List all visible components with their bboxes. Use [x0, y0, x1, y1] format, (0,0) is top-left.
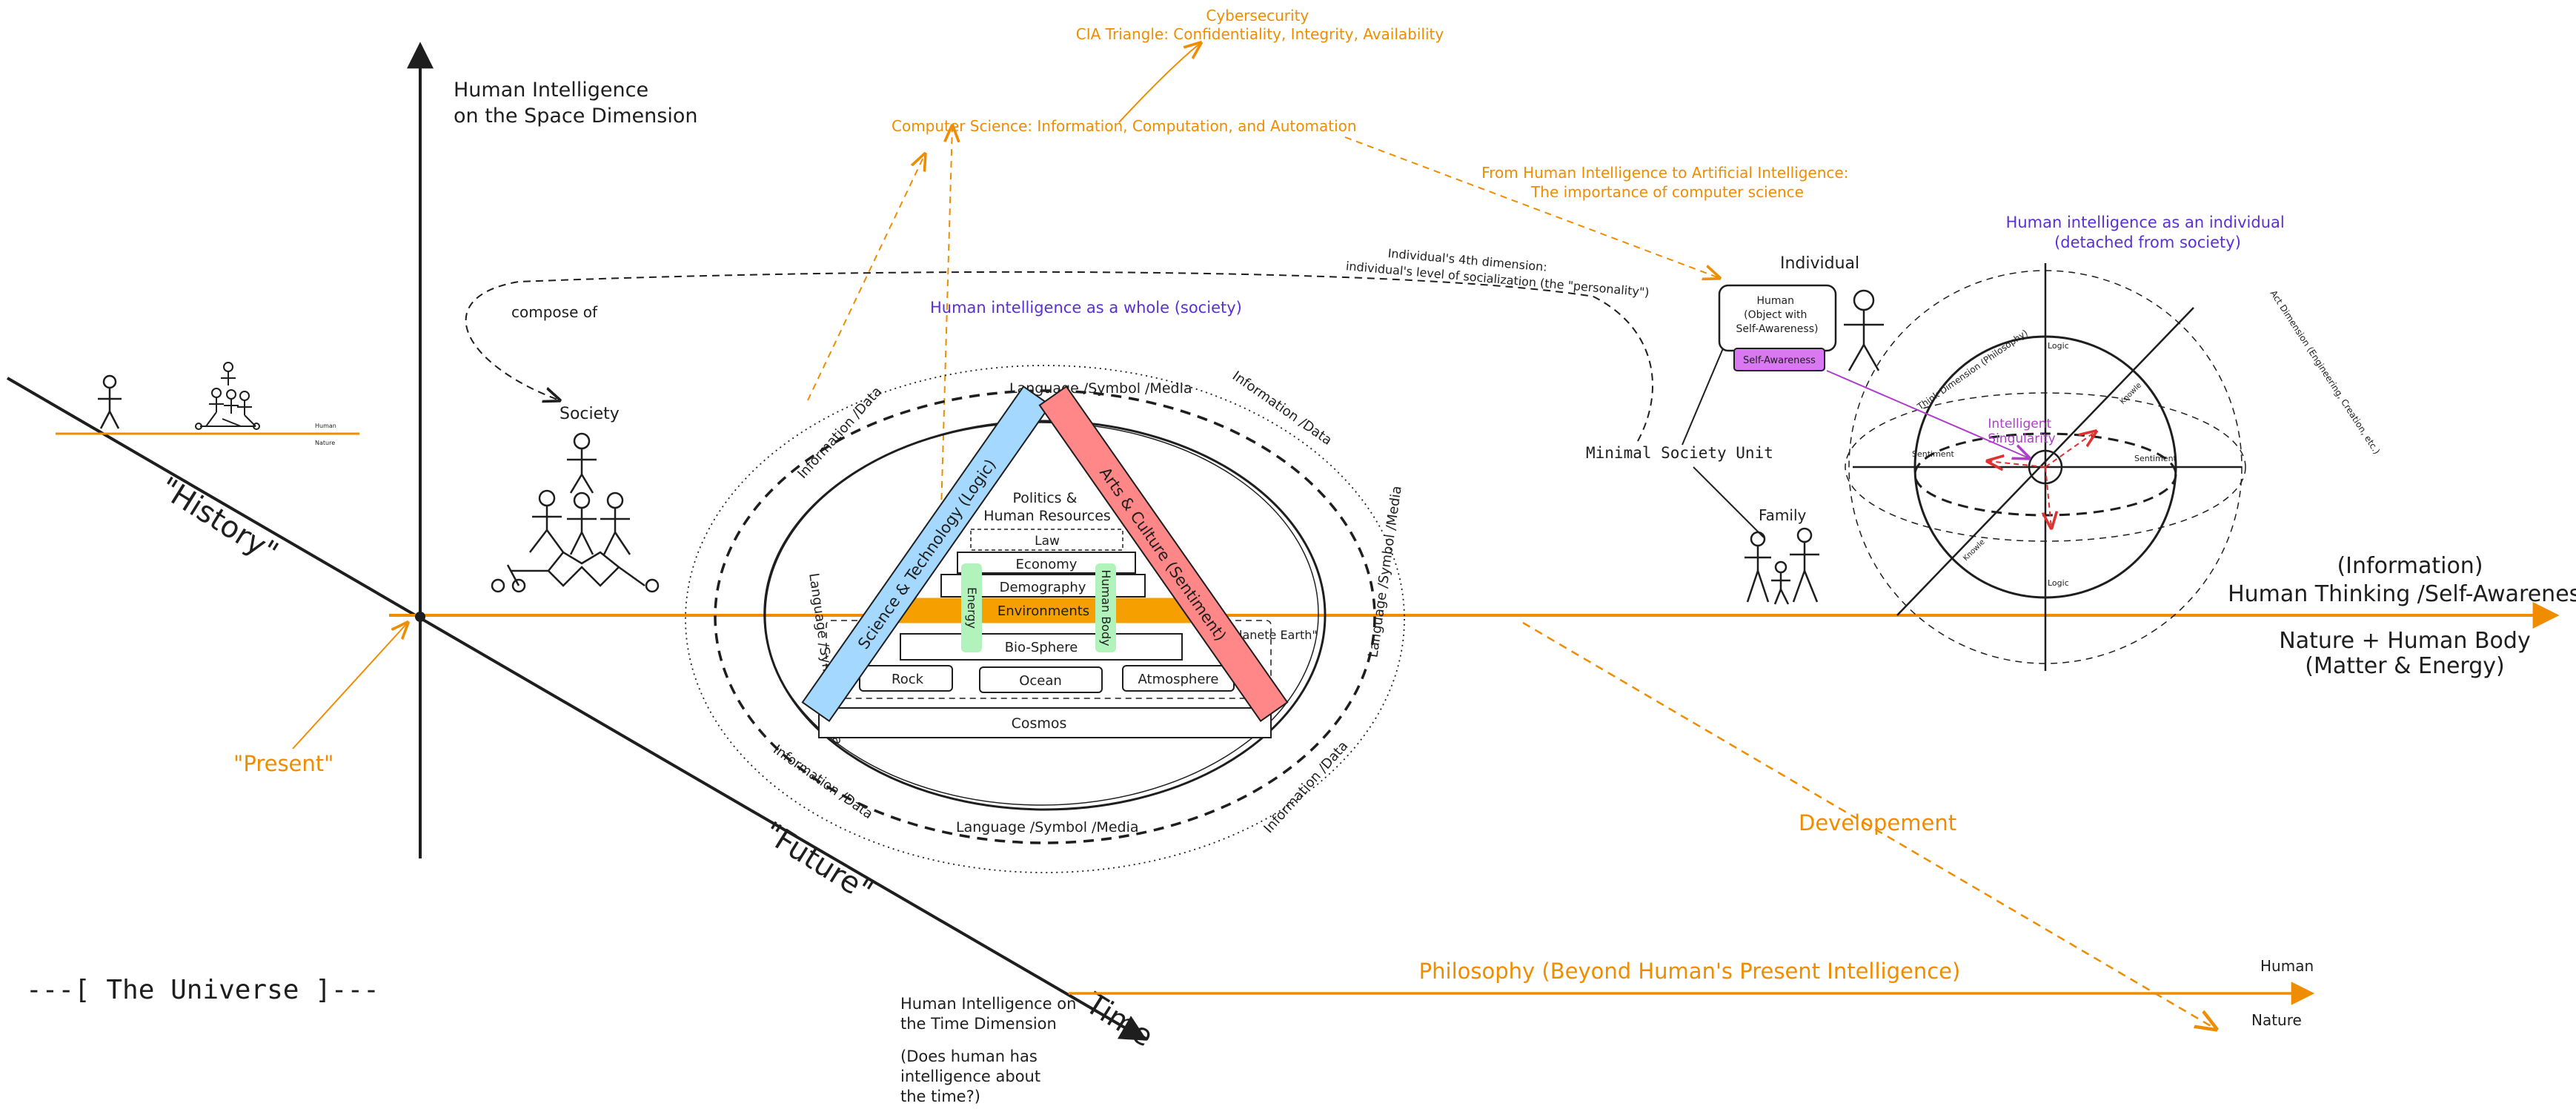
- bottom-nature-label: Nature: [2251, 1011, 2302, 1029]
- act-dimension-label: Act Dimension (Engineering, Creation, et…: [2268, 288, 2383, 456]
- compose-of-label: compose of: [511, 303, 598, 321]
- bottom-human-label: Human: [2260, 957, 2314, 975]
- planet-earth-label: "Planete Earth": [1226, 628, 1318, 642]
- history-label: "History": [153, 471, 284, 570]
- science-technology-bar: [801, 385, 1052, 722]
- logic-label-top: Logic: [2048, 341, 2069, 351]
- sphere-diagonal-axis: [1896, 307, 2194, 616]
- energy-bar: [961, 563, 982, 652]
- language-ellipse: [763, 420, 1327, 811]
- demography-label: Demography: [1000, 580, 1086, 595]
- singularity-label: Intelligent Singularity: [1988, 417, 2055, 446]
- red-arrow-left: [1988, 461, 2046, 467]
- ocean-box: [979, 666, 1103, 693]
- lang-label-right: Language /Symbol /Media: [1365, 485, 1404, 658]
- compose-of-arrow: [465, 271, 1653, 442]
- politics-label: Politics & Human Resources: [983, 490, 1111, 524]
- ocean-label: Ocean: [1019, 673, 1062, 689]
- present-arrow: [292, 623, 408, 749]
- info-data-label-bottom-right: Information /Data: [1261, 738, 1351, 836]
- energy-label: Energy: [965, 587, 979, 629]
- outer-dotted-ellipse: [685, 365, 1405, 873]
- sentiment-label-left: Sentiment: [1912, 449, 1955, 459]
- future-label: "Future": [757, 815, 879, 909]
- mini-nature-label: Nature: [315, 440, 335, 446]
- science-to-cs-arrow: [807, 154, 925, 401]
- cs-to-ai-arrow: [1344, 136, 1719, 278]
- as-individual-label: Human intelligence as an individual (det…: [2006, 214, 2290, 251]
- whole-society-label: Human intelligence as a whole (society): [930, 299, 1242, 317]
- atmosphere-label: Atmosphere: [1138, 672, 1219, 687]
- law-layer: [970, 529, 1123, 551]
- cybersecurity-label: Cybersecurity CIA Triangle: Confidential…: [1076, 7, 1444, 43]
- human-body-label: Human Body: [1099, 569, 1113, 646]
- axes: [6, 42, 2560, 1041]
- self-awareness-to-singularity: [1826, 370, 2029, 458]
- knowledge-label-top: Knowle: [2119, 381, 2143, 406]
- computer-science-label: Computer Science: Information, Computati…: [892, 117, 1357, 135]
- info-data-label-bottom-left: Information /Data: [770, 742, 875, 822]
- mini-timeline: Human Nature: [56, 362, 359, 446]
- information-label: (Information): [2337, 553, 2483, 579]
- cosmos-label: Cosmos: [1012, 715, 1067, 732]
- society-people-icon: [491, 432, 660, 593]
- individual-person-icon: [1844, 289, 1884, 371]
- human-object-label: Human (Object with Self-Awareness): [1736, 295, 1819, 335]
- individual-sphere: Intelligent Singularity Think Dimension …: [1826, 263, 2383, 671]
- cosmos-layer: [818, 707, 1272, 738]
- law-label: Law: [1035, 534, 1060, 549]
- hi-to-ai-label: From Human Intelligence to Artificial In…: [1481, 164, 1853, 201]
- think-dimension-label: Think Dimension (Philosophy): [1915, 328, 2030, 412]
- developement-arrow: [1522, 621, 2216, 1029]
- singularity-circle: [2028, 449, 2063, 485]
- lang-label-bottom: Language /Symbol /Media: [956, 819, 1139, 835]
- self-awareness-label: Self-Awareness: [1743, 355, 1816, 366]
- stick-person-icon: [98, 374, 122, 429]
- cs-to-cyber-arrow: [1118, 43, 1201, 123]
- bio-sphere-layer: [900, 633, 1183, 661]
- environments-label: Environments: [997, 603, 1089, 619]
- lang-label-top: Language /Symbol /Media: [1009, 380, 1192, 397]
- family-icon: [1745, 527, 1819, 605]
- minimal-society-unit-label: Minimal Society Unit: [1586, 444, 1773, 462]
- bio-sphere-label: Bio-Sphere: [1005, 640, 1078, 655]
- unit-to-family-line: [1693, 466, 1765, 538]
- philosophy-label: Philosophy (Beyond Human's Present Intel…: [1419, 959, 1961, 984]
- origin-point: [415, 612, 425, 622]
- red-arrow-down: [2045, 466, 2051, 528]
- logic-to-cs-arrow: [940, 126, 952, 512]
- logic-label-bottom: Logic: [2048, 578, 2069, 588]
- knowledge-label-bottom: Knowle: [1962, 538, 1986, 563]
- individual-label: Individual: [1780, 254, 1859, 273]
- sentiment-label-right: Sentiment: [2134, 454, 2177, 463]
- pyramid: "Planete Earth" Cosmos Rock Ocean Atmosp…: [801, 385, 1318, 738]
- nature-body-label: Nature + Human Body: [2279, 628, 2530, 654]
- present-label: "Present": [233, 751, 333, 776]
- individual-4th-dimension: Individual's 4th dimension: individual's…: [1345, 242, 1651, 299]
- society-label: Society: [560, 405, 620, 423]
- time-label: Time: [1079, 986, 1159, 1053]
- human-thinking-label: Human Thinking /Self-Awareness: [2228, 581, 2576, 607]
- universe-label: ---[ The Universe ]---: [26, 975, 379, 1005]
- family-label: Family: [1759, 506, 1807, 524]
- red-arrow-up: [2045, 431, 2096, 468]
- human-body-bar: [1095, 563, 1116, 652]
- arts-culture-bar: [1038, 385, 1289, 722]
- developement-label: Developement: [1799, 810, 1956, 835]
- mini-society-icon: [195, 362, 260, 430]
- language-ellipse-sketch: [763, 422, 1319, 806]
- environments-band: [877, 598, 1212, 623]
- mini-human-label: Human: [315, 423, 336, 429]
- rock-label: Rock: [892, 672, 924, 687]
- self-awareness-box: [1733, 348, 1825, 371]
- time-axis: [6, 377, 1148, 1041]
- time-dimension-note: Human Intelligence on the Time Dimension…: [900, 995, 1081, 1105]
- info-data-ellipse: [714, 389, 1376, 844]
- space-axis-title: Human Intelligence on the Space Dimensio…: [454, 79, 697, 128]
- unit-to-human-line: [1682, 348, 1724, 446]
- economy-label: Economy: [1016, 557, 1078, 572]
- matter-energy-label: (Matter & Energy): [2305, 653, 2505, 679]
